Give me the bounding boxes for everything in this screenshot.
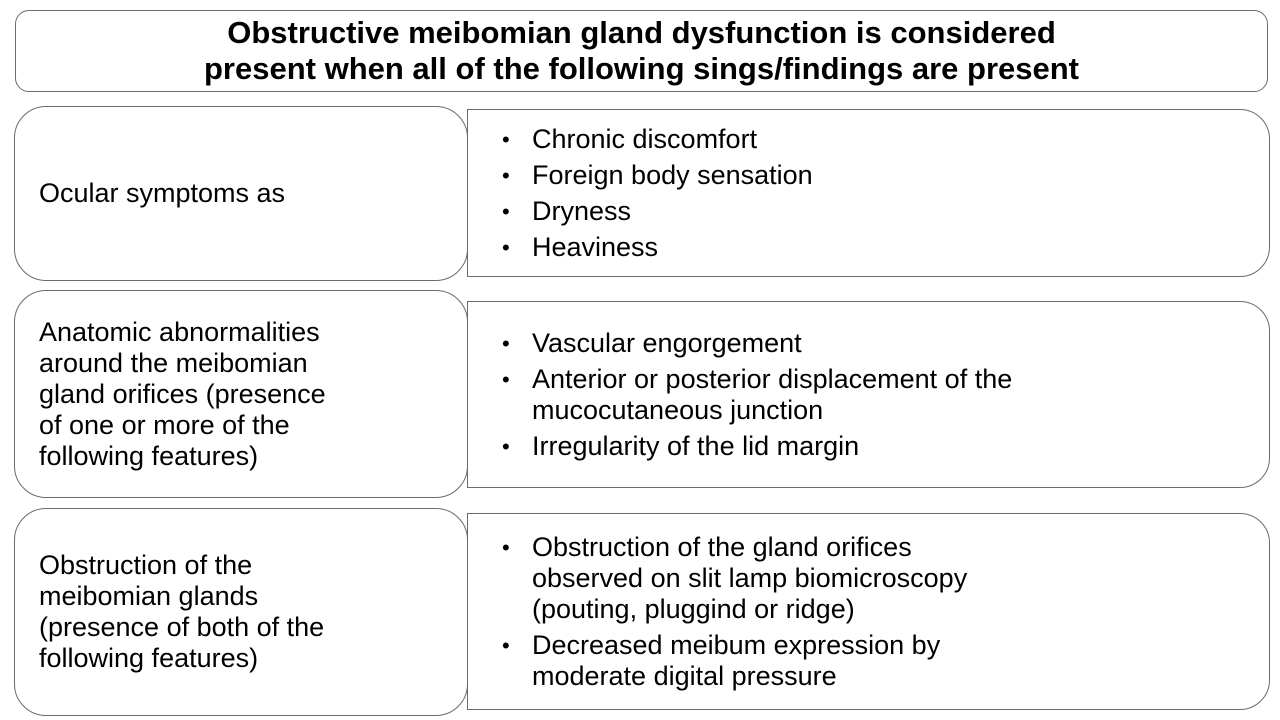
- list-item: •Anterior or posterior displacement of t…: [502, 363, 1013, 425]
- criterion-label-text: Obstruction of the meibomian glands (pre…: [39, 550, 325, 673]
- title-line-2: present when all of the following sings/…: [204, 51, 1079, 86]
- bullet-icon: •: [502, 534, 510, 560]
- criterion-label-text: Ocular symptoms as: [39, 178, 286, 208]
- list-item: •Foreign body sensation: [502, 159, 813, 190]
- bullet-icon: •: [502, 330, 510, 356]
- criterion-items-ocular-symptoms: •Chronic discomfort •Foreign body sensat…: [467, 109, 1270, 277]
- bullet-list: •Obstruction of the gland orifices obser…: [502, 527, 967, 697]
- bullet-icon: •: [502, 126, 510, 152]
- bullet-icon: •: [502, 433, 510, 459]
- list-item: •Obstruction of the gland orifices obser…: [502, 531, 968, 624]
- list-item: •Heaviness: [502, 231, 659, 262]
- bullet-icon: •: [502, 162, 510, 188]
- list-item: •Decreased meibum expression by moderate…: [502, 629, 941, 691]
- criterion-items-gland-obstruction: •Obstruction of the gland orifices obser…: [467, 513, 1270, 710]
- list-item: •Vascular engorgement: [502, 327, 802, 358]
- list-item: •Dryness: [502, 195, 632, 226]
- bullet-icon: •: [502, 234, 510, 260]
- bullet-icon: •: [502, 366, 510, 392]
- criterion-label-ocular-symptoms: Ocular symptoms as: [14, 106, 468, 281]
- diagram-title: Obstructive meibomian gland dysfunction …: [15, 10, 1268, 92]
- bullet-icon: •: [502, 198, 510, 224]
- criterion-items-anatomic-abnormalities: •Vascular engorgement •Anterior or poste…: [467, 301, 1270, 488]
- list-item: •Chronic discomfort: [502, 123, 758, 154]
- list-item: •Irregularity of the lid margin: [502, 430, 860, 461]
- title-line-1: Obstructive meibomian gland dysfunction …: [227, 15, 1056, 50]
- bullet-list: •Chronic discomfort •Foreign body sensat…: [502, 119, 813, 268]
- criterion-label-anatomic-abnormalities: Anatomic abnormalities around the meibom…: [14, 290, 468, 498]
- bullet-icon: •: [502, 632, 510, 658]
- criterion-label-text: Anatomic abnormalities around the meibom…: [39, 316, 326, 471]
- bullet-list: •Vascular engorgement •Anterior or poste…: [502, 323, 1012, 467]
- criterion-label-gland-obstruction: Obstruction of the meibomian glands (pre…: [14, 508, 468, 716]
